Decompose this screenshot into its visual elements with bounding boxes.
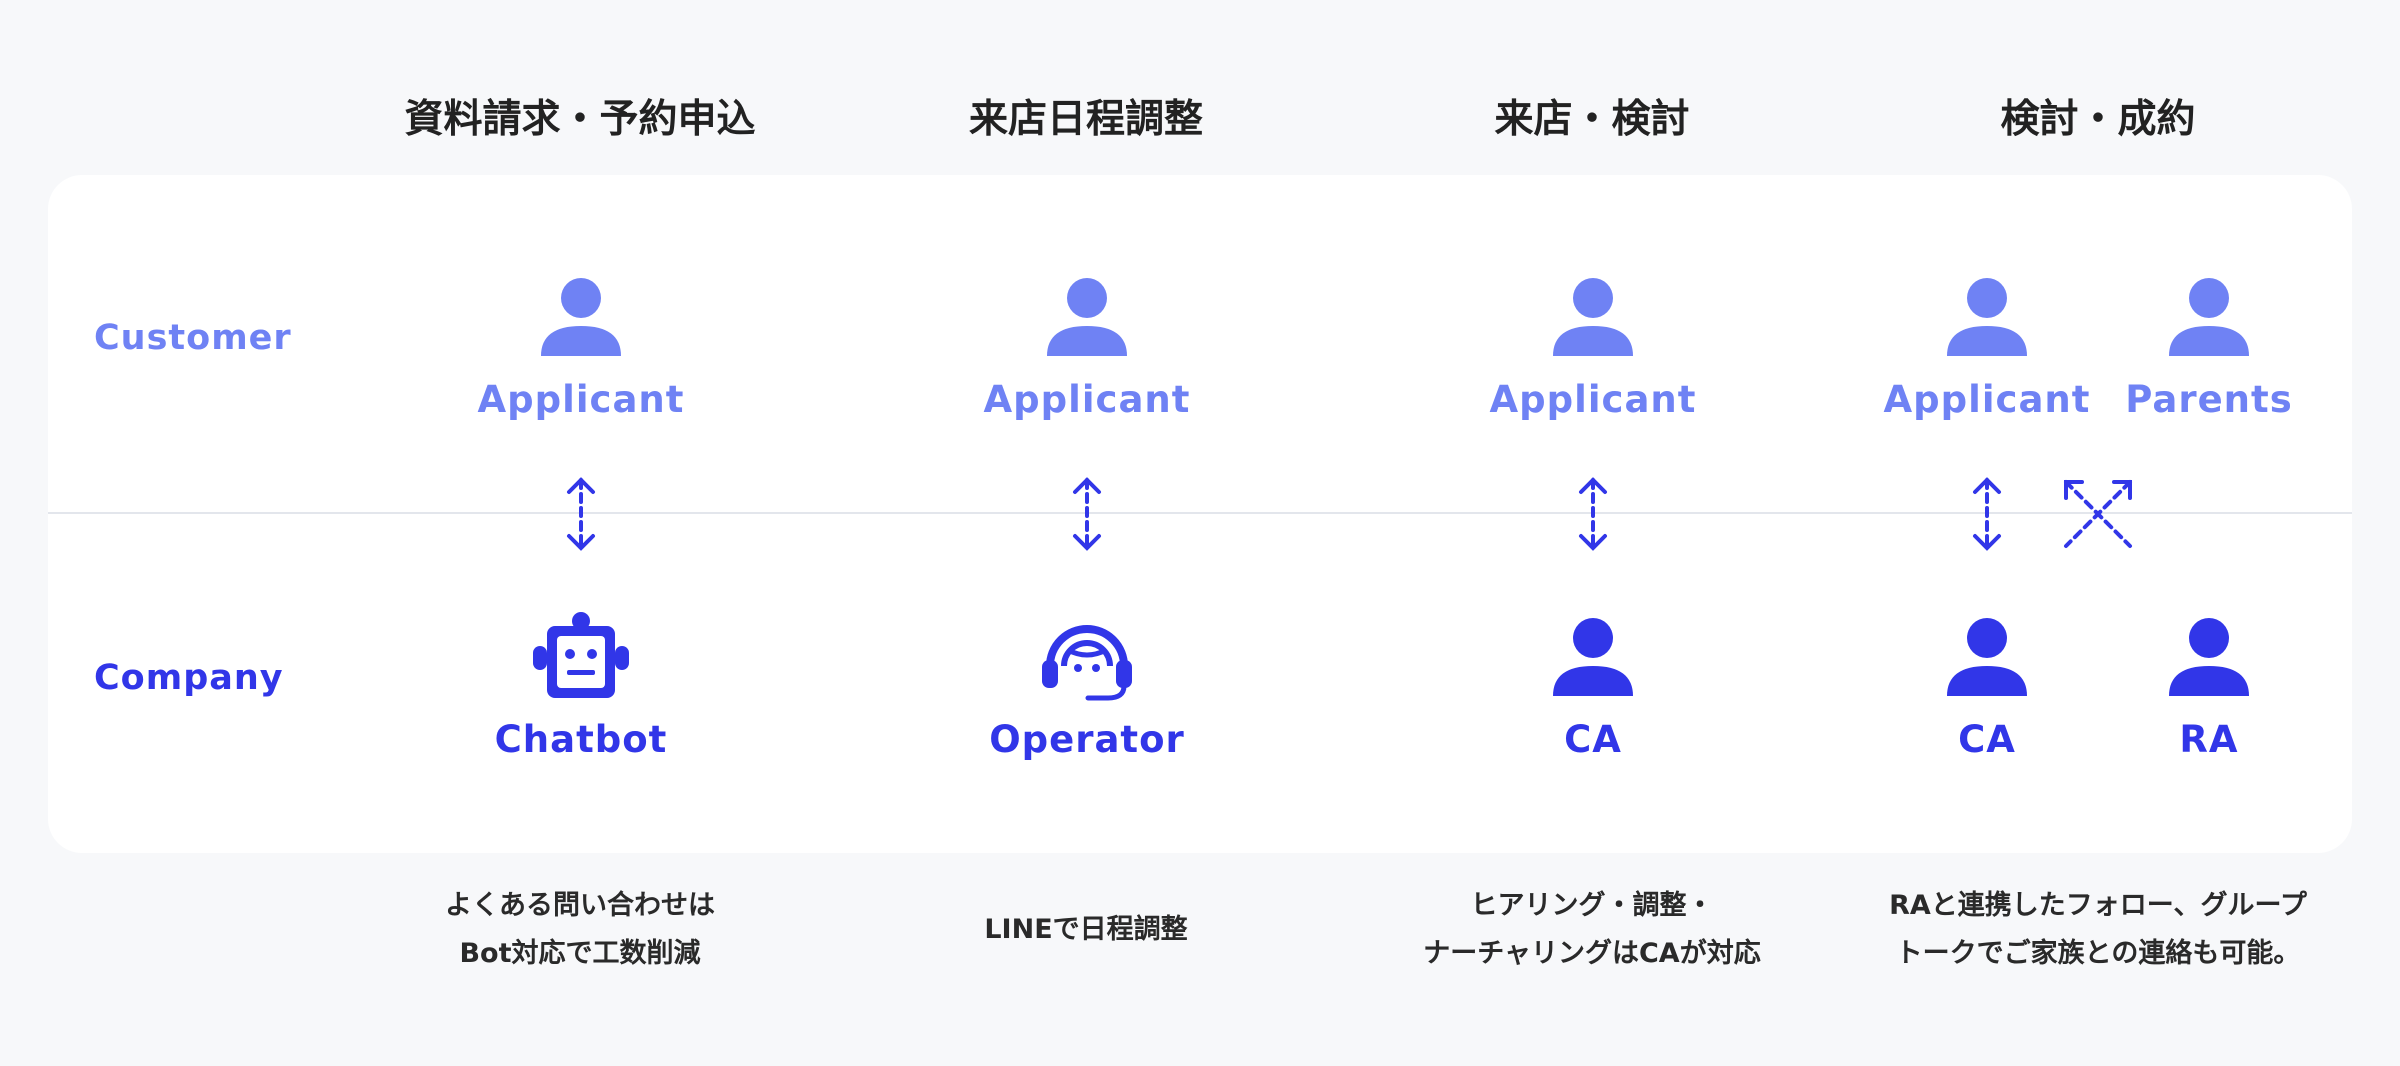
note-line: よくある問い合わせは (445, 890, 715, 921)
person-icon (2169, 618, 2249, 696)
stage-title-2: 来店日程調整 (968, 97, 1203, 142)
customer-label: Applicant (477, 378, 685, 421)
row-label-company: Company (94, 658, 284, 698)
cross-arrows-icon (2064, 480, 2132, 548)
flow-card (48, 175, 2352, 853)
stage-title-4: 検討・成約 (2000, 97, 2196, 142)
robot-icon (533, 612, 629, 698)
row-divider (48, 512, 2352, 514)
company-label: CA (1564, 718, 1622, 761)
customer-label: Applicant (983, 378, 1191, 421)
customer-label: Applicant (1489, 378, 1697, 421)
stage-title-1: 資料請求・予約申込 (404, 97, 756, 142)
note-line: RAと連携したフォロー、グループ (1889, 890, 2307, 921)
customer-label: Parents (2125, 378, 2293, 421)
stage-note-1: よくある問い合わせは Bot対応で工数削減 (327, 882, 833, 978)
stage-note-2: LINEで日程調整 (833, 906, 1339, 954)
note-line: トークでご家族との連絡も可能。 (1895, 938, 2301, 969)
customer-label: Applicant (1883, 378, 2091, 421)
note-line: ヒアリング・調整・ (1470, 890, 1714, 921)
note-line: Bot対応で工数削減 (459, 938, 701, 969)
bidirectional-arrow-icon (567, 477, 595, 551)
company-label: Chatbot (494, 718, 668, 761)
person-icon (1947, 278, 2027, 356)
bidirectional-arrow-icon (1579, 477, 1607, 551)
company-label: CA (1958, 718, 2016, 761)
person-icon (1553, 278, 1633, 356)
row-label-customer: Customer (94, 318, 292, 358)
note-line: ナーチャリングはCAが対応 (1423, 938, 1761, 969)
person-icon (1553, 618, 1633, 696)
person-icon (1047, 278, 1127, 356)
bidirectional-arrow-icon (1973, 477, 2001, 551)
person-icon (2169, 278, 2249, 356)
person-icon (541, 278, 621, 356)
headset-operator-icon (1042, 625, 1132, 701)
person-icon (1947, 618, 2027, 696)
note-line: LINEで日程調整 (984, 914, 1188, 945)
company-label: Operator (989, 718, 1185, 761)
bidirectional-arrow-icon (1073, 477, 1101, 551)
stage-note-4: RAと連携したフォロー、グループ トークでご家族との連絡も可能。 (1845, 882, 2351, 978)
stage-title-3: 来店・検討 (1494, 97, 1690, 142)
company-label: RA (2179, 718, 2239, 761)
stage-note-3: ヒアリング・調整・ ナーチャリングはCAが対応 (1339, 882, 1845, 978)
